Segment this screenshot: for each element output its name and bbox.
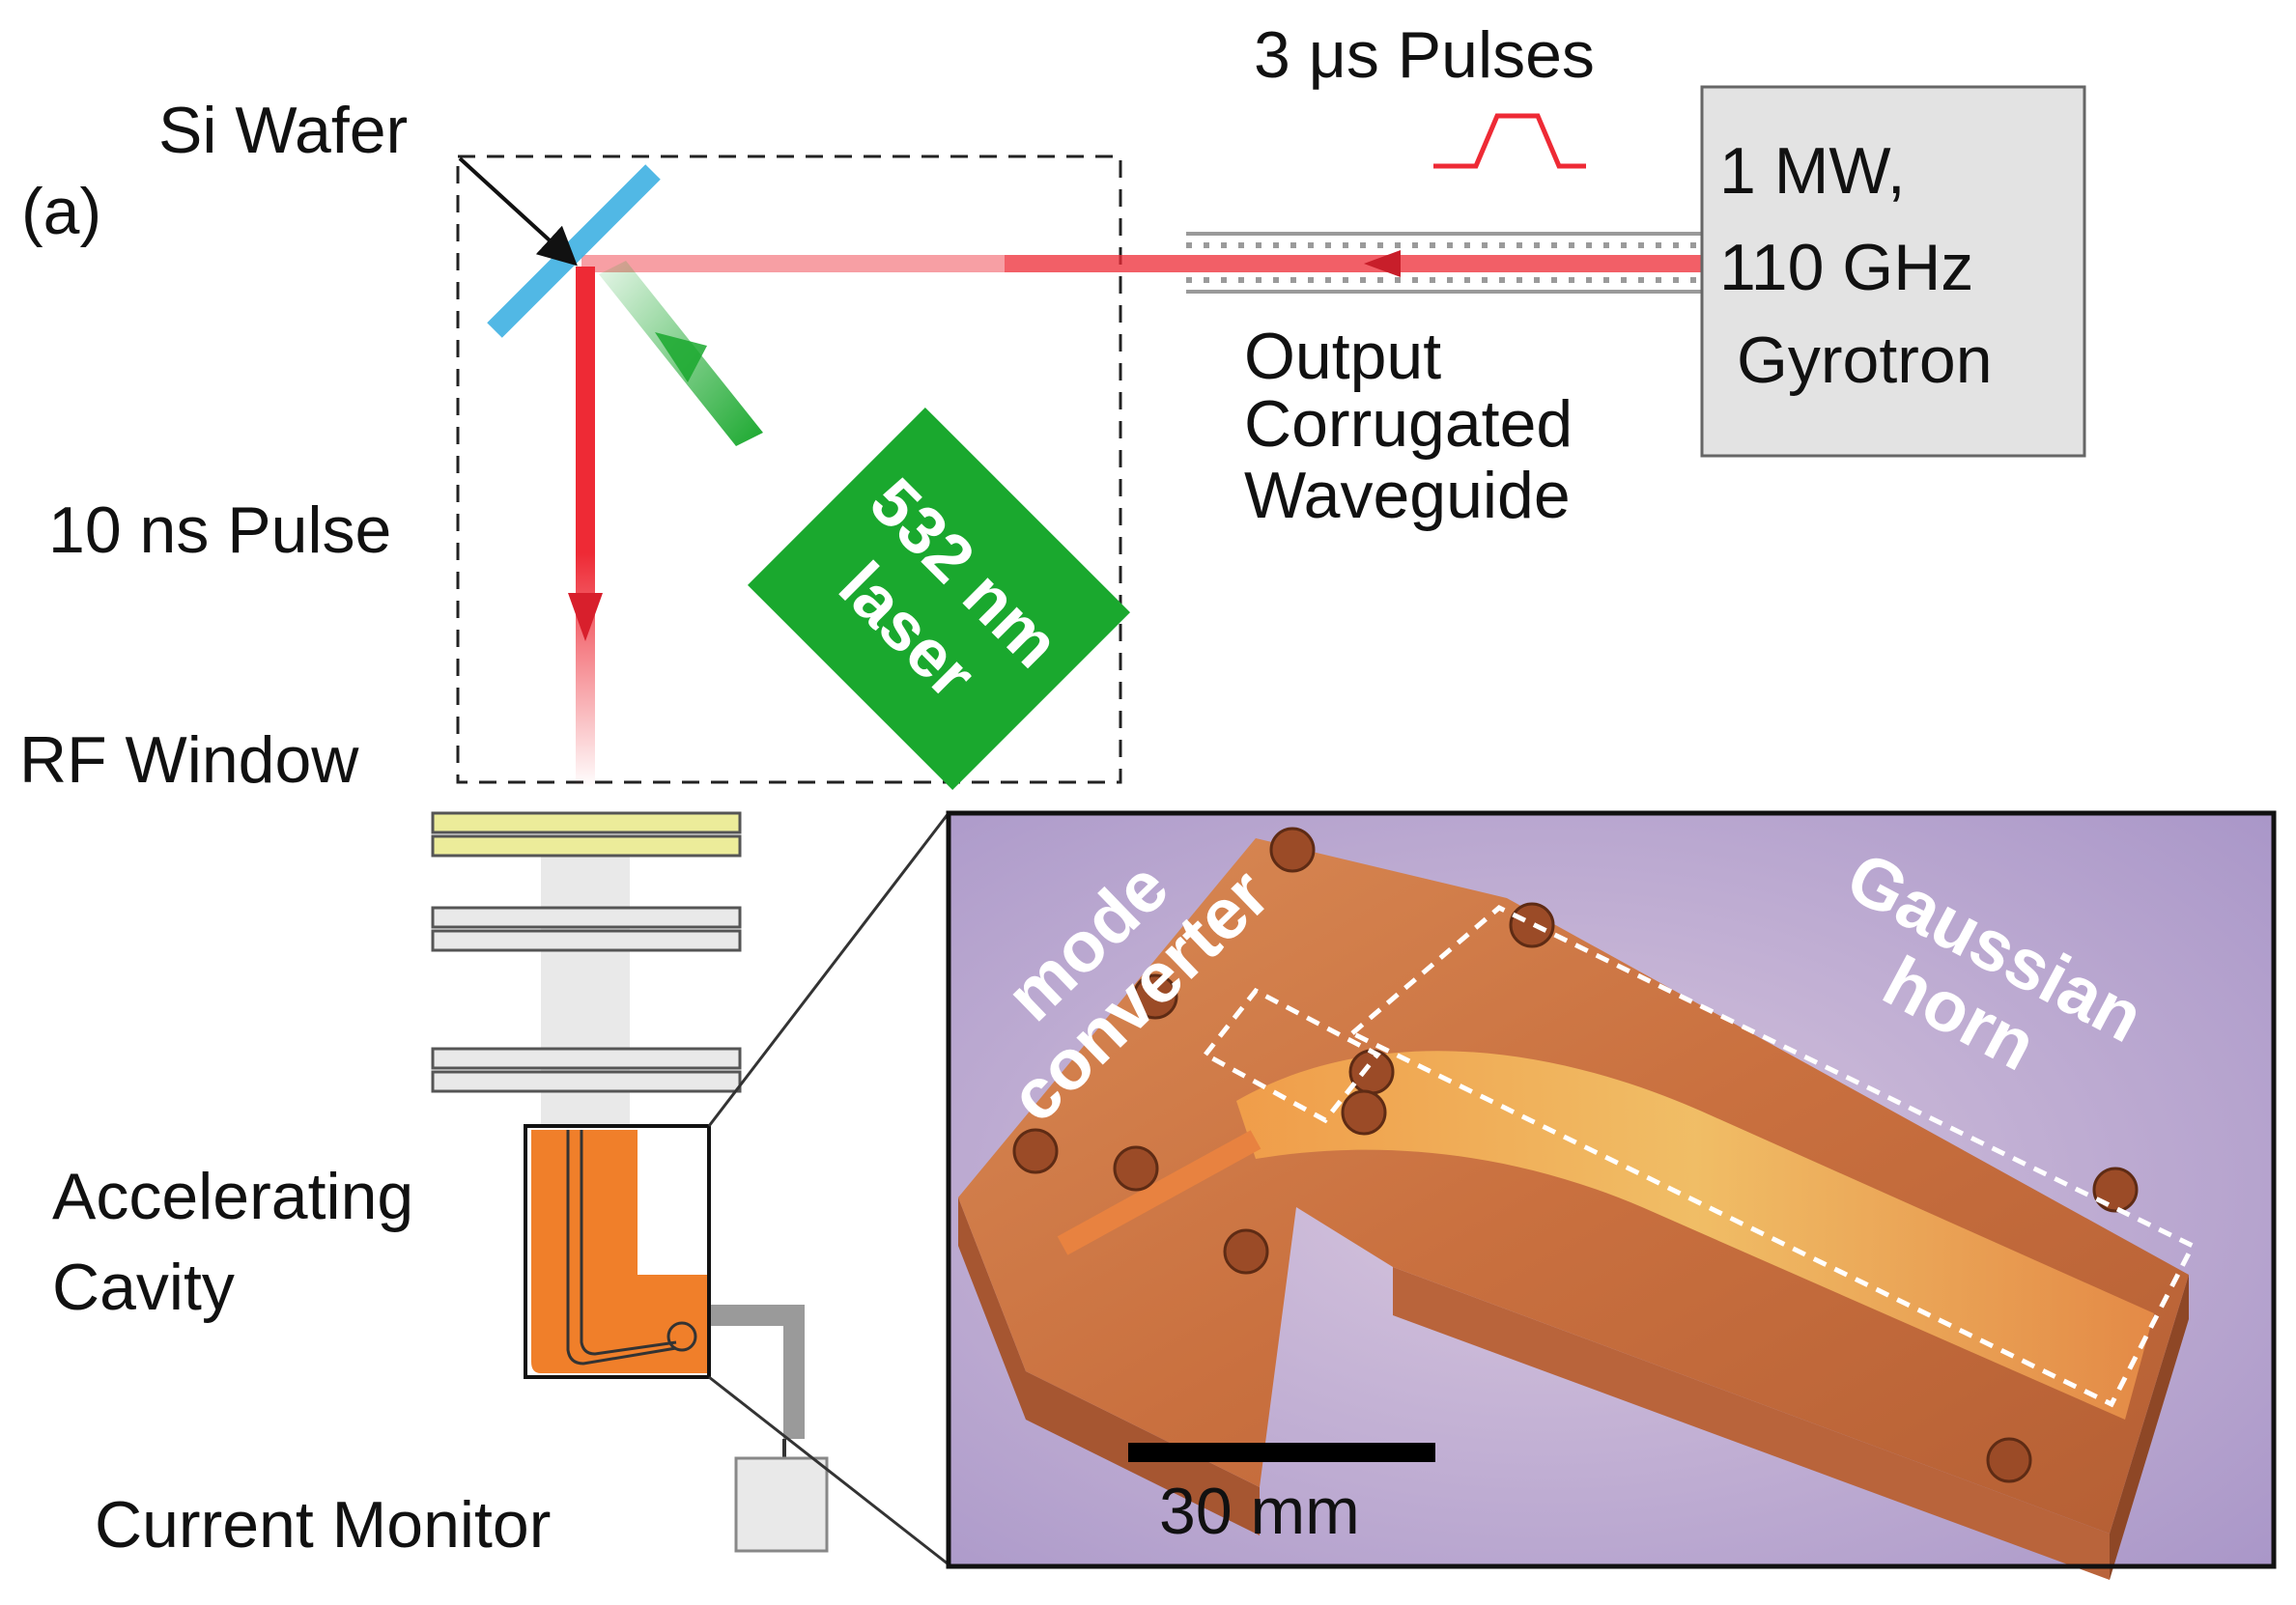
waveguide-label-line1: Output: [1244, 320, 1441, 393]
waveguide-label-line2: Corrugated: [1244, 387, 1573, 461]
current-monitor-label: Current Monitor: [95, 1488, 551, 1562]
gyrotron-line1: 1 MW,: [1719, 134, 1906, 208]
laser-box: 532 nm laser: [748, 408, 1130, 790]
scale-bar: [1128, 1443, 1435, 1462]
dashed-enclosure: [456, 155, 1122, 784]
cavity-label-line2: Cavity: [52, 1251, 235, 1324]
si-wafer-label: Si Wafer: [158, 94, 408, 167]
pulse-shape-icon: [1433, 113, 1586, 169]
zoom-line-top: [707, 812, 950, 1127]
panel-label: (a): [21, 175, 101, 248]
rf-window-stack: [431, 811, 742, 1130]
accelerating-cavity: [524, 1124, 711, 1379]
reflected-beam: [568, 267, 603, 788]
current-monitor: [711, 1305, 829, 1553]
pulses-label: 3 μs Pulses: [1254, 18, 1595, 92]
photo-panel: mode converter Gaussian horn 30 mm: [946, 810, 2277, 1580]
waveguide-label-line3: Waveguide: [1244, 459, 1571, 532]
scale-bar-label: 30 mm: [1159, 1475, 1360, 1548]
pulse-label: 10 ns Pulse: [48, 493, 391, 567]
gyrotron-line3: Gyrotron: [1737, 324, 1993, 397]
horn-channel: [1236, 1051, 2154, 1420]
cavity-label-line1: Accelerating: [52, 1160, 413, 1233]
gyrotron-line2: 110 GHz: [1719, 231, 1973, 304]
copper-block: [958, 838, 2189, 1534]
zoom-line-bottom: [708, 1375, 950, 1566]
gaussian-horn-outline: [1347, 905, 2197, 1408]
laser-beam: [599, 261, 763, 446]
screw-holes: [1012, 827, 2139, 1483]
corrugated-waveguide: [1186, 232, 1702, 294]
gyrotron-beam: [581, 250, 1702, 277]
rf-window-label: RF Window: [19, 723, 359, 797]
gyrotron-box: 1 MW, 110 GHz Gyrotron: [1700, 85, 2086, 458]
mode-converter-outline: [1202, 987, 1381, 1124]
si-wafer-pointer: [458, 156, 578, 267]
